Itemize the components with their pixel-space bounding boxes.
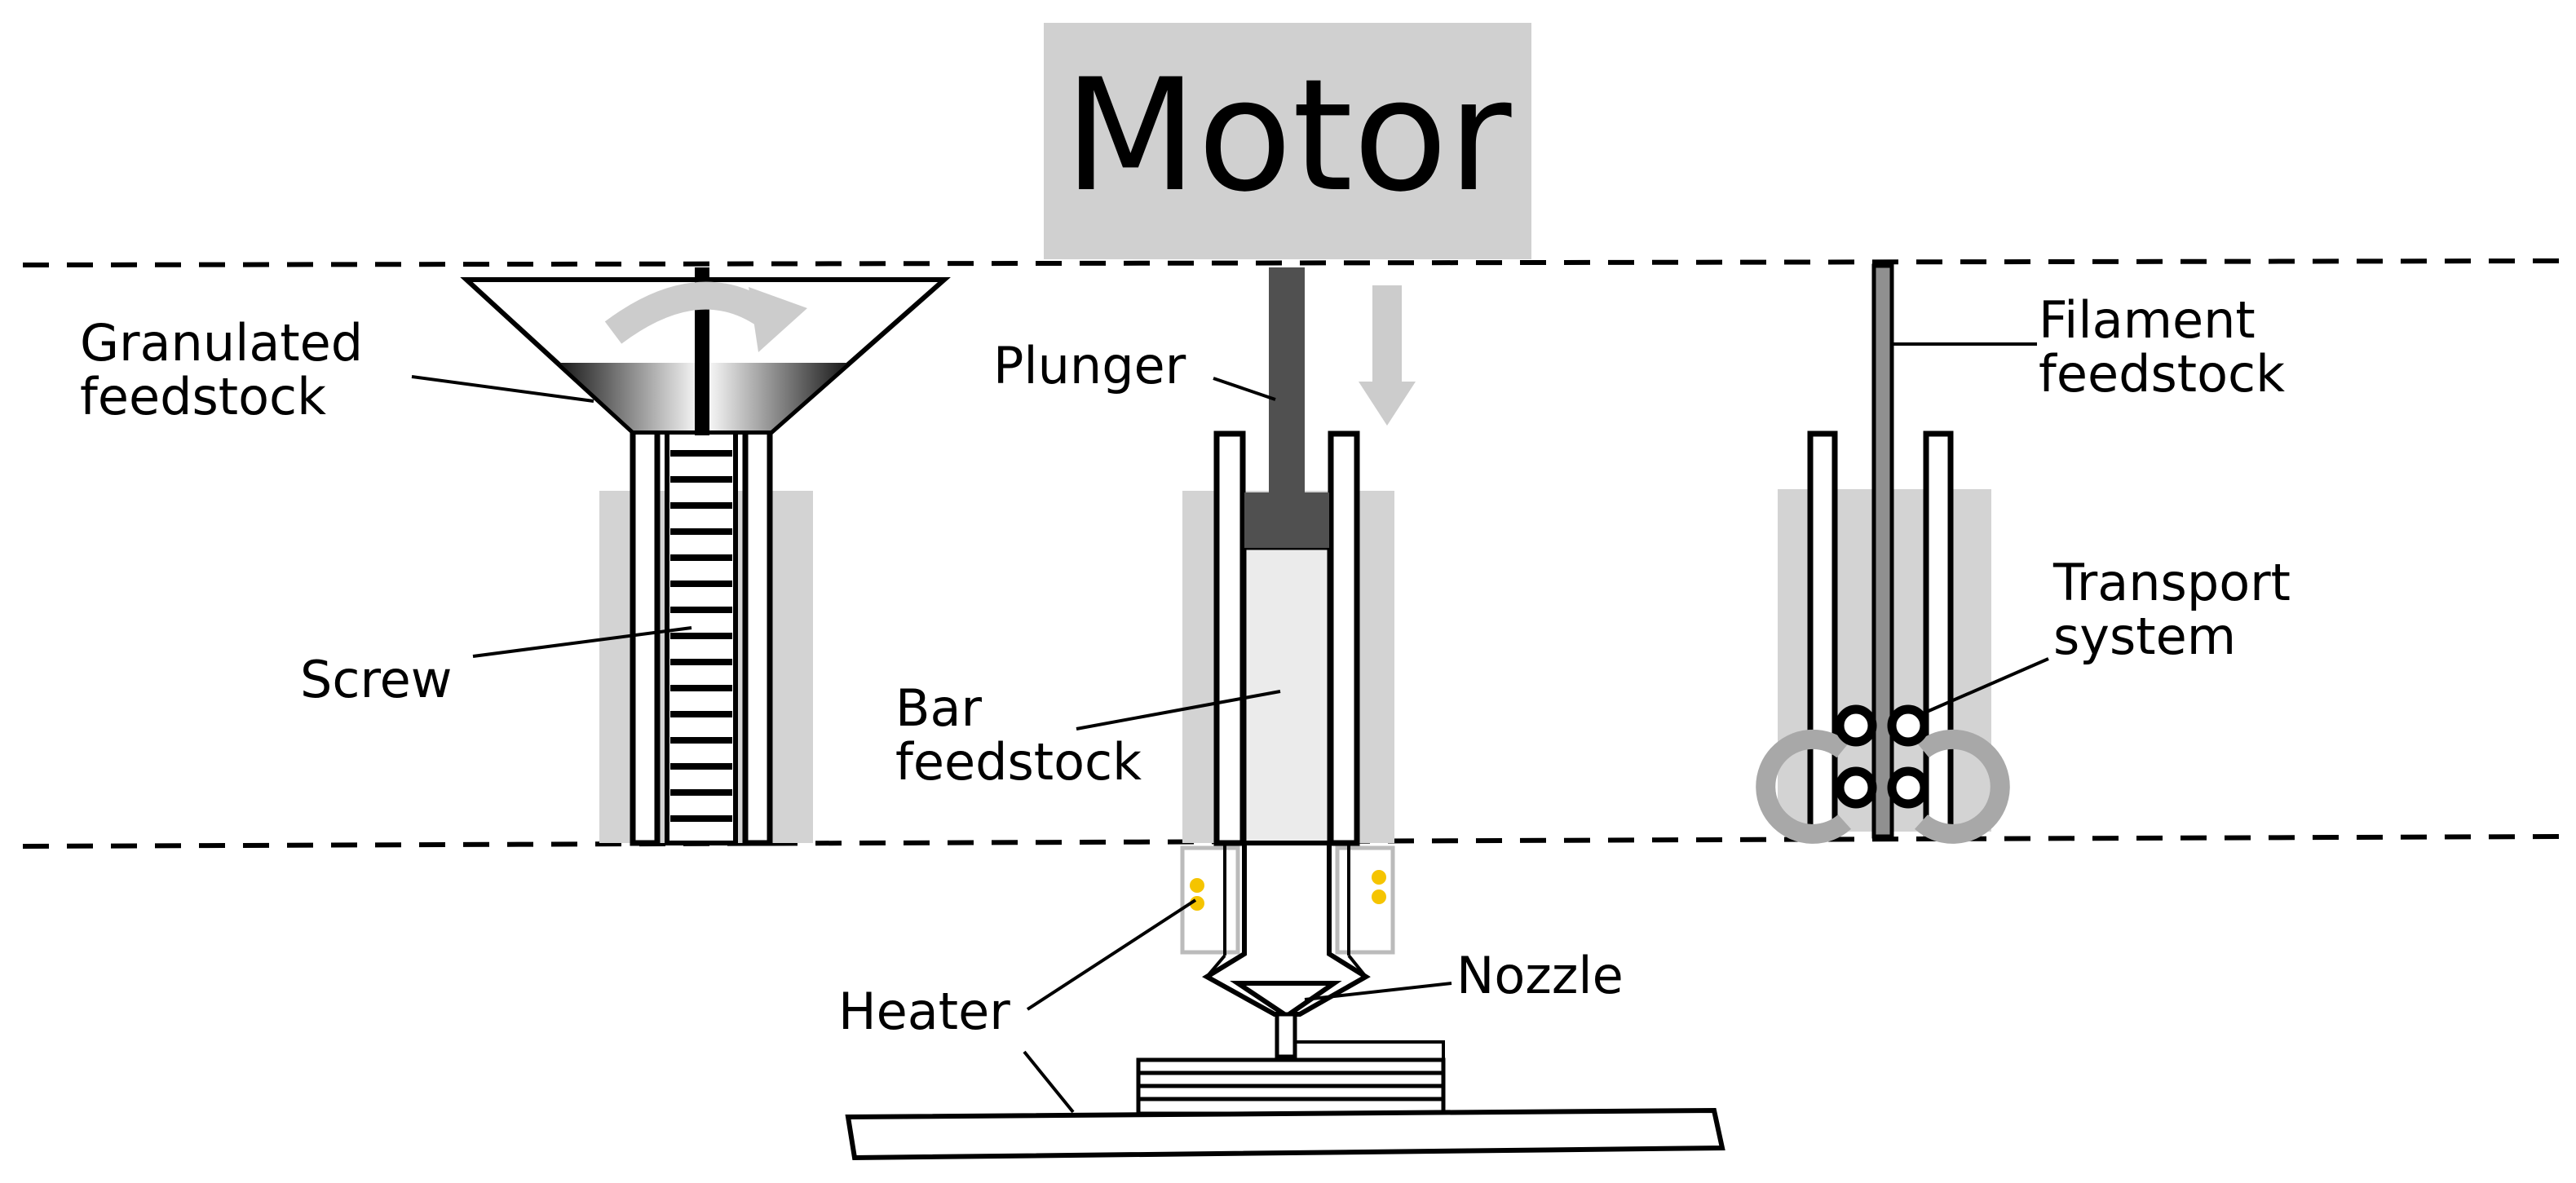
- screw-extruder: [411, 267, 951, 846]
- heater-dot: [1372, 889, 1386, 904]
- heater-leader-plate: [1023, 1050, 1075, 1114]
- build-plate: [845, 1107, 1725, 1161]
- motor-label: Motor: [1063, 46, 1512, 226]
- upper-dashed-line: [22, 258, 2561, 267]
- plunger-head: [1244, 492, 1329, 548]
- granulated-label-line2: feedstock: [80, 367, 326, 426]
- transport-label-line1: Transport: [2052, 553, 2291, 612]
- down-arrow-icon: [1372, 285, 1402, 383]
- heater-dot: [1372, 870, 1386, 885]
- filament-barrel-left-wall: [1807, 430, 1838, 836]
- screw-flights: [670, 450, 732, 822]
- filament-barrel-right-wall: [1923, 430, 1954, 836]
- plunger-label: Plunger: [993, 336, 1186, 395]
- transport-rotation-right-icon: [1914, 729, 2010, 844]
- plunger-rod: [1269, 267, 1305, 496]
- screw-barrel-right-wall: [742, 427, 773, 846]
- plunger-leader: [1213, 377, 1276, 401]
- motor-box: [1044, 23, 1531, 259]
- granulated-leader: [411, 375, 594, 403]
- heater-leader: [1026, 898, 1197, 1011]
- plunger-extruder: [845, 267, 1725, 1161]
- screw-label: Screw: [300, 650, 452, 709]
- transport-rotation-left-icon: [1756, 729, 1852, 844]
- transport-roller: [1835, 766, 1877, 809]
- filament-label-line2: feedstock: [2039, 344, 2285, 404]
- nozzle-outlet: [1275, 1012, 1297, 1059]
- nozzle-body: [1202, 841, 1371, 1017]
- bar-label-line2: feedstock: [895, 732, 1142, 792]
- rotation-arrow-icon: [604, 281, 773, 344]
- bar-barrel-right-wall: [1328, 430, 1360, 846]
- bar-barrel-left-wall: [1213, 430, 1246, 846]
- transport-label-line2: system: [2053, 607, 2236, 666]
- bar-label-line1: Bar: [895, 678, 983, 738]
- filament: [1871, 263, 1894, 839]
- transport-roller: [1887, 704, 1929, 747]
- bar-leader: [1076, 690, 1281, 731]
- nozzle-leader: [1304, 982, 1452, 1001]
- screw-barrel-left-wall: [630, 427, 661, 846]
- transport-roller: [1887, 766, 1929, 809]
- filament-extruder: [1756, 263, 2049, 844]
- filament-label-line1: Filament: [2039, 290, 2256, 350]
- nozzle-label: Nozzle: [1456, 946, 1624, 1005]
- heater-dot: [1190, 878, 1204, 893]
- transport-roller: [1835, 704, 1877, 747]
- heater-label: Heater: [838, 982, 1010, 1041]
- transport-leader: [1920, 657, 2049, 716]
- lower-dashed-line: [22, 834, 2561, 849]
- granulated-label-line1: Granulated: [80, 313, 363, 373]
- screw-leader: [472, 626, 692, 658]
